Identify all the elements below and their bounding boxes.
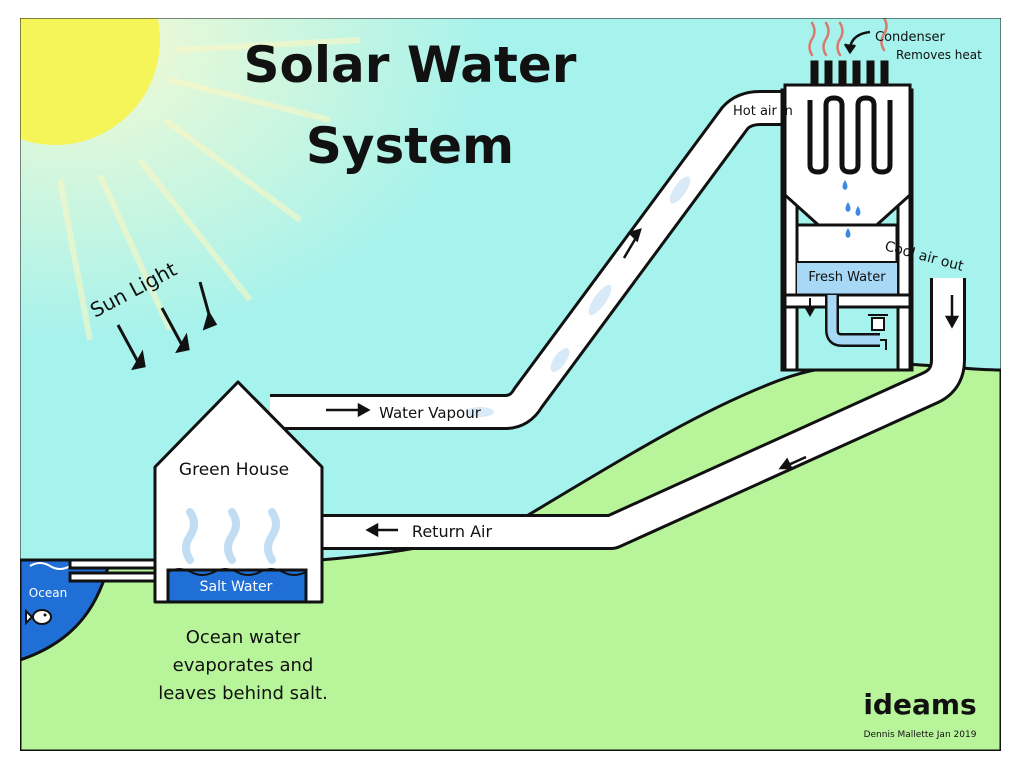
caption-line-1: Ocean water [186,627,301,648]
salt-water-label: Salt Water [200,579,273,595]
green-house-label: Green House [179,460,289,480]
sun-light-arrows [116,281,218,371]
credit-text: Dennis Mallette Jan 2019 [864,730,977,740]
return-air-arrow-icon [365,522,398,538]
fresh-water-label: Fresh Water [808,270,886,285]
vapour-pipe [270,93,792,427]
return-air-pipe [320,278,963,547]
water-vapour-label: Water Vapour [379,404,482,422]
condenser-pointer-arrow-icon [843,30,871,55]
vapour-flow-arrow-icon [326,402,371,418]
condenser-label: Condenser [875,30,946,45]
ocean-label: Ocean [29,586,67,600]
water-drops-icon [842,180,861,238]
condenser-coil [807,95,893,175]
caption-line-3: leaves behind salt. [158,683,328,704]
evaporation-wisps [182,508,280,564]
hot-air-in-label: Hot air in [733,104,793,119]
title-line-1: Solar Water [244,36,577,94]
return-flow-arrow-icon [778,455,807,470]
title-line-2: System [306,117,514,175]
brand-logo: ideams [863,688,976,721]
removes-heat-label: Removes heat [896,48,982,62]
pipe-up-arrow-icon [622,228,642,259]
fresh-water-down-arrow-icon [804,298,816,318]
salt-water-basin [166,568,308,604]
heat-wisps-icon [808,18,888,57]
sun-rays [57,37,361,341]
vapour-wisps [466,176,691,417]
return-air-label: Return Air [412,522,493,541]
condenser-fins [810,60,889,87]
green-house [153,380,324,604]
tap-icon [868,314,888,350]
fish-icon [25,608,52,626]
sun [20,18,160,145]
cool-air-down-arrow-icon [944,295,960,329]
caption-line-2: evaporates and [173,655,314,676]
